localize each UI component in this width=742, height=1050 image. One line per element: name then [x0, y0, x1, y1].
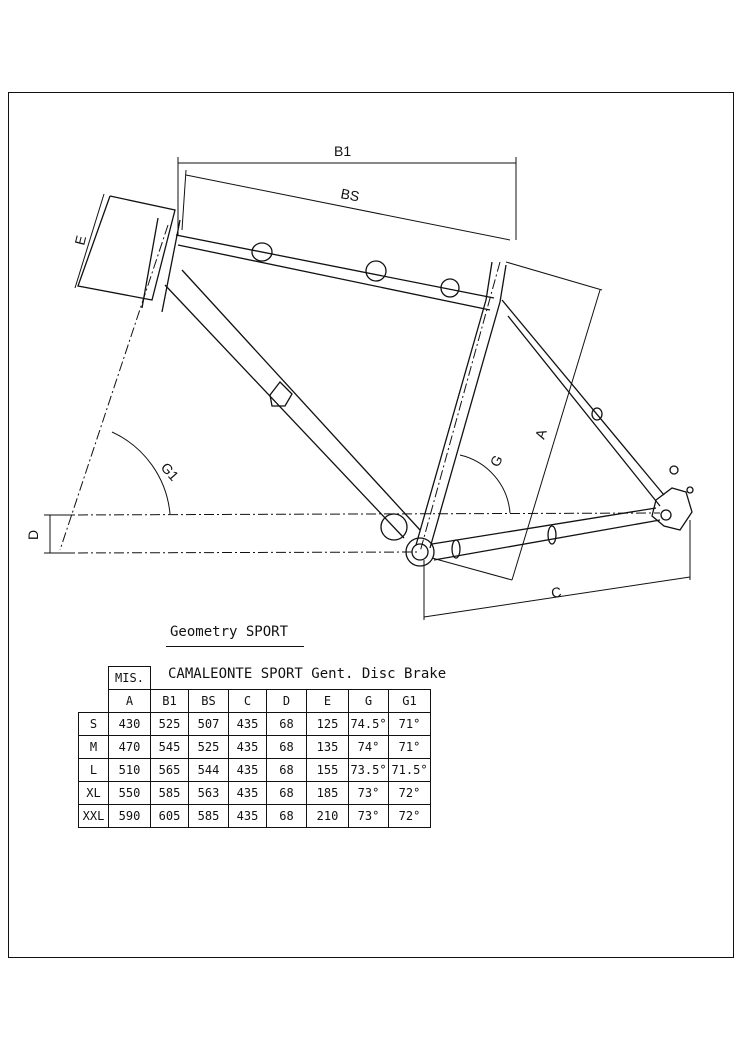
rear-dropout: [651, 465, 694, 531]
table-cell: 435: [228, 781, 267, 805]
col-header: BS: [188, 689, 229, 713]
table-cell: 605: [150, 804, 189, 828]
table-cell: 435: [228, 758, 267, 782]
label-a: A: [532, 426, 550, 440]
head-tube-box: [77, 195, 176, 301]
table-cell: 435: [228, 735, 267, 759]
table-row: XL 550 585 563 435 68 185 73° 72°: [78, 781, 431, 805]
geometry-title: Geometry SPORT: [170, 624, 289, 640]
label-g: G: [487, 452, 506, 469]
table-cell: 155: [306, 758, 349, 782]
table-row: XXL 590 605 585 435 68 210 73° 72°: [78, 804, 431, 828]
table-cell: 73°: [348, 804, 389, 828]
table-cell: 544: [188, 758, 229, 782]
table-cell: 125: [306, 712, 349, 736]
table-cell: 135: [306, 735, 349, 759]
mis-header: MIS.: [108, 666, 151, 690]
label-e: E: [71, 234, 89, 247]
label-b1: B1: [334, 143, 351, 159]
steering-axis: [59, 224, 169, 551]
top-tube: [175, 234, 495, 311]
table-cell: 68: [266, 758, 307, 782]
chain-stay: [431, 507, 661, 561]
col-header: G1: [388, 689, 431, 713]
col-header: D: [266, 689, 307, 713]
col-header: C: [228, 689, 267, 713]
bb-line: [59, 551, 421, 554]
table-cell: 68: [266, 781, 307, 805]
model-title: CAMALEONTE SPORT Gent. Disc Brake: [168, 666, 447, 682]
col-header: E: [306, 689, 349, 713]
axle-line: [59, 512, 661, 516]
table-cell: 185: [306, 781, 349, 805]
table-cell: 435: [228, 804, 267, 828]
down-tube: [164, 269, 421, 539]
table-cell: 210: [306, 804, 349, 828]
table-cell: 71.5°: [388, 758, 431, 782]
drawing-frame: [8, 92, 734, 958]
title-underline: [166, 646, 304, 647]
table-cell: 435: [228, 712, 267, 736]
table-cell: 507: [188, 712, 229, 736]
table-cell: 590: [108, 804, 151, 828]
col-header: A: [108, 689, 151, 713]
size-label: S: [78, 712, 109, 736]
table-cell: 545: [150, 735, 189, 759]
table-cell: 71°: [388, 735, 431, 759]
label-d: D: [25, 530, 41, 540]
table-cell: 585: [150, 781, 189, 805]
size-label: L: [78, 758, 109, 782]
col-header: B1: [150, 689, 189, 713]
table-cell: 68: [266, 804, 307, 828]
table-cell: 565: [150, 758, 189, 782]
table-cell: 73.5°: [348, 758, 389, 782]
table-cell: 71°: [388, 712, 431, 736]
table-row: M 470 545 525 435 68 135 74° 71°: [78, 735, 431, 759]
table-cell: 563: [188, 781, 229, 805]
table-row: S 430 525 507 435 68 125 74.5° 71°: [78, 712, 431, 736]
table-cell: 525: [150, 712, 189, 736]
size-label: XXL: [78, 804, 109, 828]
table-cell: 525: [188, 735, 229, 759]
label-c: C: [550, 584, 563, 601]
seat-stay: [501, 299, 665, 507]
size-label: XL: [78, 781, 109, 805]
table-cell: 68: [266, 712, 307, 736]
table-cell: 470: [108, 735, 151, 759]
col-header: G: [348, 689, 389, 713]
table-cell: 510: [108, 758, 151, 782]
table-cell: 68: [266, 735, 307, 759]
table-cell: 585: [188, 804, 229, 828]
table-cell: 74°: [348, 735, 389, 759]
size-label: M: [78, 735, 109, 759]
table-cell: 72°: [388, 781, 431, 805]
table-cell: 550: [108, 781, 151, 805]
table-cell: 73°: [348, 781, 389, 805]
tube-sections: [251, 242, 603, 559]
header-row: A B1 BS C D E G G1: [79, 689, 431, 713]
table-cell: 74.5°: [348, 712, 389, 736]
label-bs: BS: [339, 185, 360, 204]
table-cell: 72°: [388, 804, 431, 828]
seat-axis: [419, 261, 501, 553]
geometry-table: MIS. A B1 BS C D E G G1 S 430 525 507 43…: [78, 666, 431, 828]
table-cell: 430: [108, 712, 151, 736]
seat-tube: [415, 261, 507, 549]
table-row: L 510 565 544 435 68 155 73.5° 71.5°: [78, 758, 431, 782]
